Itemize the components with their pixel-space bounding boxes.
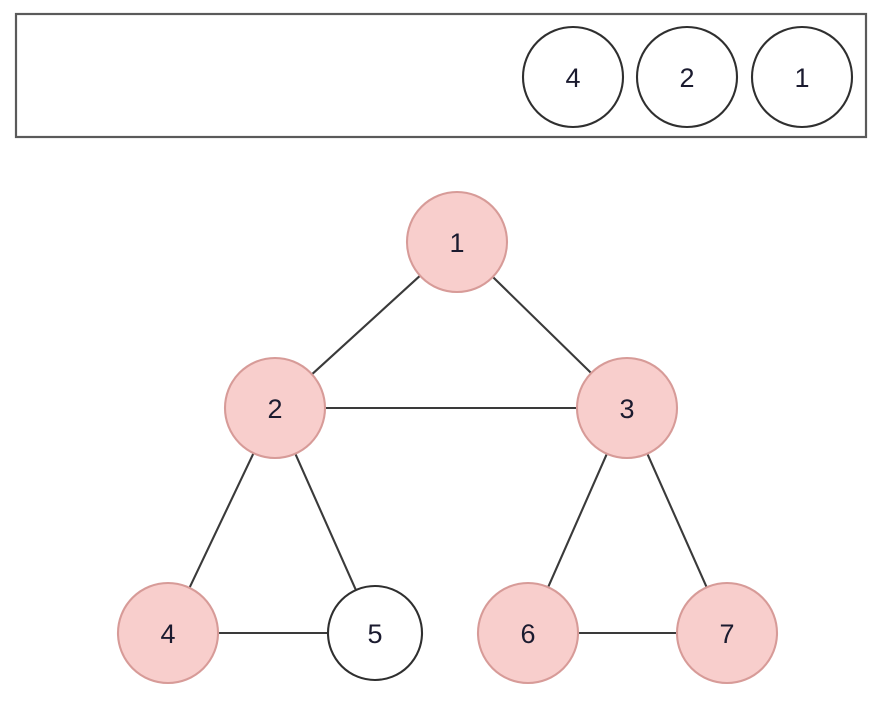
graph-node-circle[interactable] bbox=[405, 190, 509, 294]
graph-edge bbox=[294, 452, 357, 592]
stack-item-label: 2 bbox=[679, 63, 694, 93]
graph-node-5[interactable]: 5 bbox=[326, 584, 424, 682]
stack-frame bbox=[14, 12, 868, 139]
graph-node-label: 4 bbox=[160, 619, 175, 649]
graph-node-circle[interactable] bbox=[476, 581, 580, 685]
graph-node-label: 7 bbox=[719, 619, 734, 649]
graph-node-7[interactable]: 7 bbox=[675, 581, 779, 685]
stack-item-label: 4 bbox=[565, 63, 580, 93]
graph-edge bbox=[547, 452, 608, 589]
graph-node-2[interactable]: 2 bbox=[223, 356, 327, 460]
stack-item-label: 1 bbox=[794, 63, 809, 93]
stack-item[interactable]: 4 bbox=[521, 25, 625, 129]
graph-node-circle[interactable] bbox=[575, 356, 679, 460]
graph-nodes: 1 2 3 4 5 6 7 bbox=[116, 190, 779, 685]
graph-edge bbox=[491, 275, 593, 375]
graph-node-3[interactable]: 3 bbox=[575, 356, 679, 460]
graph-node-circle[interactable] bbox=[223, 356, 327, 460]
graph-node-label: 3 bbox=[619, 394, 634, 424]
graph-node-6[interactable]: 6 bbox=[476, 581, 580, 685]
graph-edge bbox=[646, 452, 708, 589]
stack-item[interactable]: 2 bbox=[635, 25, 739, 129]
graph-node-label: 1 bbox=[449, 228, 464, 258]
graph-node-circle[interactable] bbox=[116, 581, 220, 685]
stack-item[interactable]: 1 bbox=[750, 25, 854, 129]
graph-edges bbox=[188, 274, 708, 635]
stack-panel: 4 2 1 bbox=[14, 12, 868, 139]
graph-edge bbox=[310, 274, 422, 376]
stack-item-circle[interactable] bbox=[750, 25, 854, 129]
graph-edge bbox=[188, 452, 255, 589]
graph-node-circle[interactable] bbox=[326, 584, 424, 682]
stack-item-circle[interactable] bbox=[635, 25, 739, 129]
graph-node-label: 2 bbox=[267, 394, 282, 424]
graph-node-circle[interactable] bbox=[675, 581, 779, 685]
graph-node-label: 5 bbox=[367, 619, 382, 649]
graph-node-1[interactable]: 1 bbox=[405, 190, 509, 294]
stack-item-circle[interactable] bbox=[521, 25, 625, 129]
graph-node-label: 6 bbox=[520, 619, 535, 649]
graph-node-4[interactable]: 4 bbox=[116, 581, 220, 685]
